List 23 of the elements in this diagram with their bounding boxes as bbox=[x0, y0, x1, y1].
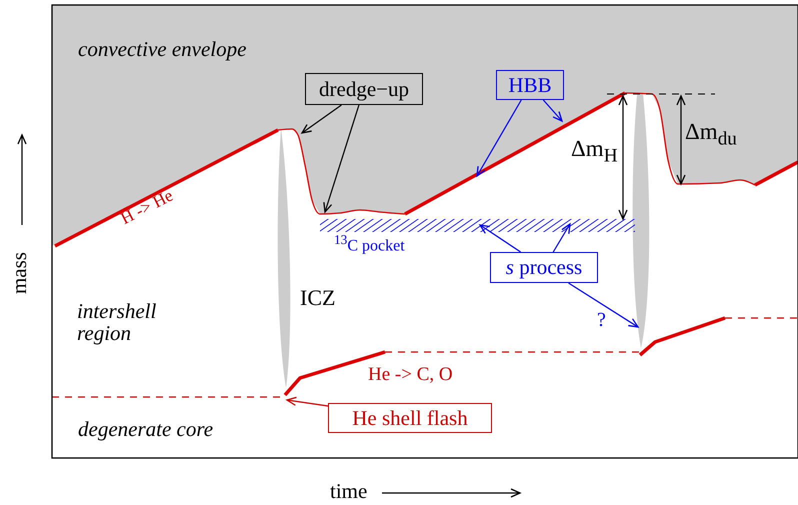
axis-label: mass bbox=[8, 252, 30, 294]
leader-arrow bbox=[552, 223, 571, 252]
leader-arrow bbox=[568, 282, 639, 328]
leader-arrow bbox=[323, 104, 360, 213]
leader-arrow bbox=[479, 224, 521, 252]
region-label: ICZ bbox=[300, 286, 336, 310]
leader-arrow bbox=[286, 396, 328, 407]
leader-arrow bbox=[476, 100, 522, 177]
process-label-box: HBB bbox=[496, 70, 564, 100]
axis-label: time bbox=[330, 480, 368, 502]
process-label-box: dredge−up bbox=[305, 73, 423, 105]
dimension-label: Δm$_{H}$ bbox=[571, 137, 618, 167]
region-label: $^{13}$C pocket bbox=[334, 233, 405, 256]
region-label: intershell region bbox=[77, 300, 158, 344]
leader-arrow bbox=[301, 104, 342, 134]
region-label: convective envelope bbox=[78, 38, 246, 60]
process-label-box: s process bbox=[490, 252, 598, 283]
leader-arrow bbox=[542, 100, 563, 122]
dimension-label: Δm$_{du}$ bbox=[685, 120, 737, 150]
region-label: degenerate core bbox=[78, 418, 214, 440]
process-label: He -> C, O bbox=[368, 365, 453, 385]
process-label: H -> He bbox=[118, 186, 176, 228]
process-label-box: He shell flash bbox=[328, 403, 492, 433]
